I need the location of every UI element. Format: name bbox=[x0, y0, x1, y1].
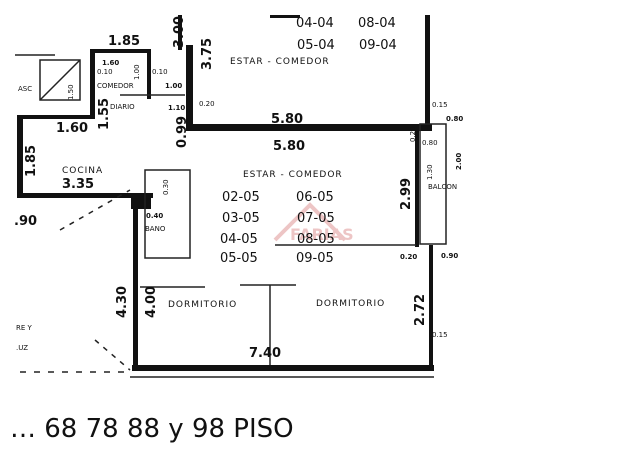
dimension-label: 02-05 bbox=[222, 190, 260, 205]
watermark-logo: FARIAS bbox=[273, 202, 354, 244]
room-bano: BANO bbox=[145, 225, 166, 233]
dimension-label: 1.00 bbox=[133, 64, 141, 80]
dimension-label: 1.30 bbox=[426, 164, 434, 180]
dimension-label: 0.90 bbox=[441, 252, 458, 260]
dimension-label: 08-04 bbox=[358, 16, 396, 31]
dimension-label: 3.75 bbox=[200, 38, 215, 70]
footer-floor-label: … 68 78 88 y 98 PISO bbox=[10, 414, 294, 444]
dimension-label: 1.50 bbox=[67, 84, 75, 100]
dimension-label: 0.30 bbox=[162, 179, 170, 195]
dimension-label: 2.00 bbox=[455, 153, 463, 170]
dimension-label: 1.60 bbox=[102, 59, 119, 67]
dimension-label: 2.99 bbox=[399, 178, 414, 210]
dimension-label: 0.99 bbox=[175, 116, 190, 148]
room-diario: DIARIO bbox=[110, 103, 135, 111]
dimension-label: 1.00 bbox=[165, 82, 182, 90]
dimension-label: 07-05 bbox=[297, 211, 335, 226]
dimension-label: 09-04 bbox=[359, 38, 397, 53]
dimension-label: 06-05 bbox=[296, 190, 334, 205]
walls bbox=[17, 15, 434, 371]
dimension-label: 0.80 bbox=[446, 115, 463, 123]
dimension-label: 0.15 bbox=[432, 331, 448, 339]
left-note-1: RE Y bbox=[16, 324, 33, 332]
room-estar-main: ESTAR - COMEDOR bbox=[243, 170, 343, 180]
dimension-label: .90 bbox=[14, 214, 37, 229]
dimension-label: 1.85 bbox=[24, 145, 39, 177]
dimension-label: 5.80 bbox=[271, 112, 303, 127]
dimension-label: 3.00 bbox=[172, 16, 187, 48]
dimension-label: 0.20 bbox=[199, 100, 215, 108]
dimension-label: 5.80 bbox=[273, 139, 305, 154]
dimension-label: 4.30 bbox=[115, 286, 130, 318]
dimension-label: 0.10 bbox=[152, 68, 168, 76]
room-comedor: COMEDOR bbox=[97, 82, 134, 90]
left-note-2: .UZ bbox=[16, 344, 28, 352]
dimension-label: 0.80 bbox=[422, 139, 438, 147]
dimension-label: 05-05 bbox=[220, 251, 258, 266]
main-unit-list: 02-05 06-05 03-05 07-05 04-05 08-05 05-0… bbox=[220, 190, 335, 266]
dimension-label: 0.40 bbox=[146, 212, 163, 220]
upper-unit-list: 04-04 08-04 05-04 09-04 bbox=[296, 16, 397, 53]
dimension-label: 0.15 bbox=[432, 101, 448, 109]
dimension-label: 05-04 bbox=[297, 38, 335, 53]
dimension-label: 09-05 bbox=[296, 251, 334, 266]
dimension-label: 08-05 bbox=[297, 232, 335, 247]
dimension-label: 2.72 bbox=[413, 294, 428, 326]
dimension-label: 1.55 bbox=[97, 98, 112, 130]
room-estar-upper: ESTAR - COMEDOR bbox=[230, 57, 330, 67]
dimension-label: 7.40 bbox=[249, 346, 281, 361]
dimension-labels: 1.85 1.60 1.00 1.00 3.00 3.75 1.10 1.60 … bbox=[14, 16, 463, 361]
dimension-label: 0.10 bbox=[97, 68, 113, 76]
dimension-label: 1.60 bbox=[56, 121, 88, 136]
watermark-text: FARIAS bbox=[290, 225, 354, 244]
dimension-label: 0.20 bbox=[409, 126, 417, 142]
dimension-label: 3.35 bbox=[62, 177, 94, 192]
dimension-label: 4.00 bbox=[144, 286, 159, 318]
dimension-label: 1.85 bbox=[108, 34, 140, 49]
room-dormitorio-right: DORMITORIO bbox=[316, 299, 385, 309]
thin-lines bbox=[15, 54, 447, 378]
dimension-label: 1.10 bbox=[168, 104, 185, 112]
room-dormitorio-left: DORMITORIO bbox=[168, 300, 237, 310]
dimension-label: 03-05 bbox=[222, 211, 260, 226]
room-asc: ASC bbox=[18, 85, 32, 93]
room-balcon: BALCON bbox=[428, 183, 457, 191]
dimension-label: 04-04 bbox=[296, 16, 334, 31]
room-cocina: COCINA bbox=[62, 166, 103, 176]
dimension-label: 04-05 bbox=[220, 232, 258, 247]
dimension-label: 0.20 bbox=[400, 253, 417, 261]
